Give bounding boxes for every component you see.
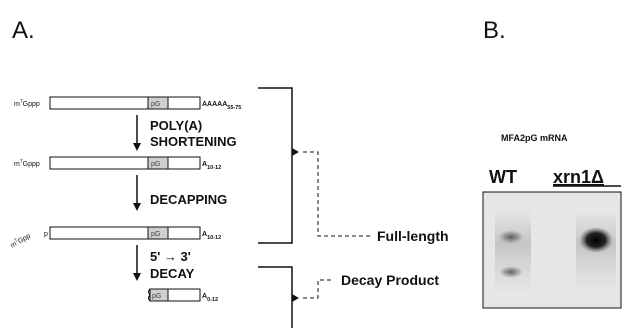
decay-product-label: Decay Product: [341, 272, 439, 288]
xrn1-full-length-band: [579, 227, 613, 253]
gel-title: MFA2pG mRNA: [501, 133, 568, 143]
arrow-head-1: [133, 143, 141, 151]
mrna-row-2: m7Gppp pG A10-12: [14, 156, 221, 171]
tail-label-3: A10-12: [202, 231, 221, 241]
wt-lane-smear: [495, 210, 531, 295]
full-length-bracket-line: [258, 87, 293, 244]
panel-b-label: B.: [483, 17, 506, 44]
mrna-row-4: pG A0-12: [148, 288, 218, 303]
probe-label-1: pG: [151, 101, 160, 108]
step-decapping: DECAPPING: [133, 175, 227, 211]
probe-label-2: pG: [151, 161, 160, 168]
step-1-line-1: POLY(A): [150, 118, 202, 133]
full-length-label: Full-length: [377, 228, 449, 244]
probe-box-1: [147, 96, 169, 110]
wt-full-length-band: [498, 230, 524, 244]
decay-product-leader: [303, 279, 333, 299]
phosphate-label: p: [44, 231, 48, 238]
step-3-line-2: DECAY: [150, 266, 195, 281]
full-length-bracket-pointer: [292, 148, 299, 156]
mrna-body-2: [49, 156, 201, 170]
lane-label-wt: WT: [489, 167, 517, 187]
step-1-line-2: SHORTENING: [150, 134, 237, 149]
gel-image: [482, 191, 622, 309]
tail-label-4: A0-12: [202, 293, 218, 303]
arrow-head-3: [133, 273, 141, 281]
mrna-body-3: [49, 226, 201, 240]
probe-label-3: pG: [151, 231, 160, 238]
probe-box-2: [147, 156, 169, 170]
probe-box-3: [147, 226, 169, 240]
tail-label-2: A10-12: [202, 161, 221, 171]
arrow-head-2: [133, 203, 141, 211]
tail-label-1: AAAAA55-75: [202, 101, 241, 111]
probe-label-4: pG: [152, 293, 161, 300]
mrna-body-1: [49, 96, 201, 110]
probe-box-4: [149, 288, 169, 302]
wt-decay-product-band: [499, 266, 523, 278]
mrna-row-1: m7Gppp pG AAAAA55-75: [14, 96, 241, 111]
full-length-leader: [303, 151, 370, 237]
cap-label-1: m7Gppp: [14, 99, 40, 108]
mrna-row-3: m7Gpp p pG A10-12: [9, 226, 221, 250]
step-2-line-1: DECAPPING: [150, 192, 227, 207]
released-cap-label: m7Gpp: [9, 231, 33, 250]
step-poly-a-shortening: POLY(A) SHORTENING: [133, 115, 237, 151]
step-3-line-1: 5' → 3': [150, 249, 191, 264]
decay-product-bracket-line: [258, 266, 293, 328]
cap-label-2: m7Gppp: [14, 159, 40, 168]
step-5-3-decay: 5' → 3' DECAY: [133, 245, 195, 281]
decay-product-bracket-pointer: [292, 294, 299, 302]
full-length-bracket: [258, 87, 370, 244]
panel-a-label: A.: [12, 17, 35, 44]
decay-product-bracket: [258, 266, 333, 328]
lane-label-xrn1: xrn1Δ: [553, 167, 604, 187]
